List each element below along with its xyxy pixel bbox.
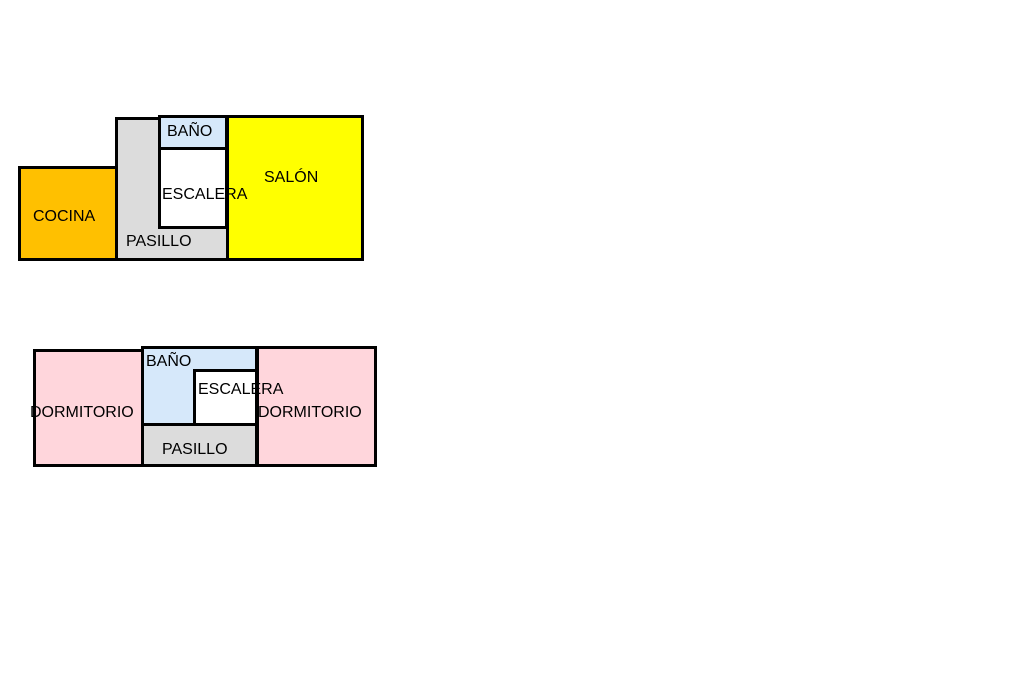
kitchen-label: COCINA [33, 208, 96, 225]
bedroom-right-room [256, 346, 377, 467]
hallway-room [141, 423, 258, 467]
living-room-label: SALÓN [264, 169, 319, 186]
bedroom-right-label: DORMITORIO [258, 404, 362, 421]
stairs-label: ESCALERA [162, 186, 248, 203]
kitchen-room [18, 166, 118, 261]
bedroom-left-label: DORMITORIO [30, 404, 134, 421]
bathroom-label: BAÑO [167, 123, 213, 140]
bathroom-label: BAÑO [146, 353, 192, 370]
hallway-label: PASILLO [126, 233, 192, 250]
hallway-label: PASILLO [162, 441, 228, 458]
stairs-label: ESCALERA [198, 381, 284, 398]
living-room [226, 115, 364, 261]
